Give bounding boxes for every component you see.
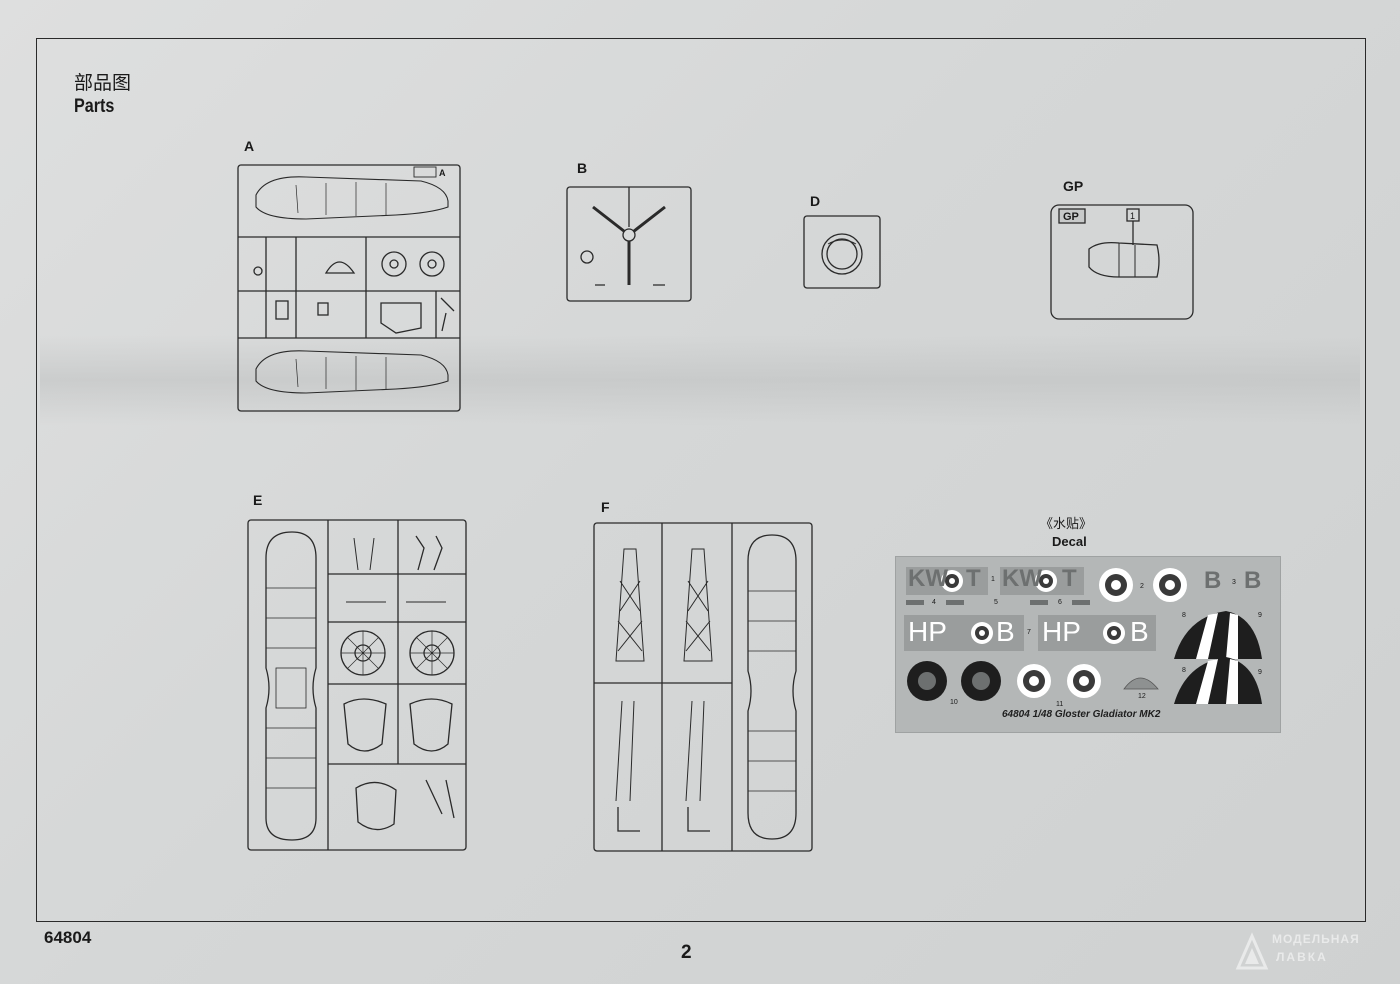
- sprue-e: [246, 518, 468, 852]
- decal-number-6: 6: [1058, 599, 1062, 606]
- sprue-e-drawing: [247, 519, 467, 851]
- sprue-gp: GP 1: [1049, 203, 1195, 321]
- watermark-line2: ЛАВКА: [1276, 950, 1328, 964]
- decal-number-10: 10: [950, 699, 958, 706]
- decal-title-cn: 《水贴》: [1040, 517, 1093, 532]
- decal-number-8b: 8: [1182, 667, 1186, 674]
- decal-sheet: KW T KW T B B HP B HP B 1 2 3 4 5 6 7 8 …: [896, 557, 1280, 732]
- sprue-f-label: F: [601, 499, 610, 515]
- sprue-a: A: [236, 163, 462, 413]
- decal-number-12: 12: [1138, 693, 1146, 700]
- sprue-d-label: D: [810, 193, 821, 209]
- decal-code-b-1: B: [1204, 567, 1222, 594]
- section-title-cn: 部品图: [74, 72, 132, 94]
- store-watermark: МОДЕЛЬНАЯ ЛАВКА: [1232, 930, 1392, 974]
- item-number: 64804: [44, 928, 92, 947]
- sprue-b: [565, 185, 693, 303]
- sprue-gp-drawing: GP 1: [1050, 204, 1194, 320]
- decal-code-kw-1: KW: [908, 565, 948, 592]
- sprue-a-drawing: A: [237, 164, 461, 412]
- decal-number-3: 3: [1232, 579, 1236, 586]
- decal-number-4: 4: [932, 599, 936, 606]
- decal-number-5: 5: [994, 599, 998, 606]
- decal-code-kw-2: KW: [1002, 565, 1042, 592]
- sprue-gp-label: GP: [1063, 178, 1084, 194]
- decal-number-7: 7: [1027, 629, 1031, 636]
- watermark-logo-icon: [1235, 932, 1269, 970]
- page-frame: [36, 38, 1366, 922]
- decal-artwork: [904, 567, 1262, 704]
- sprue-d: [802, 214, 882, 290]
- decal-code-hp-2: HP: [1042, 616, 1081, 647]
- decal-code-b-2: B: [1244, 567, 1262, 594]
- decal-number-9a: 9: [1258, 612, 1262, 619]
- sprue-b-label: B: [577, 160, 588, 176]
- decal-number-2: 2: [1140, 583, 1144, 590]
- sprue-b-drawing: [566, 186, 692, 302]
- section-title-en: Parts: [74, 96, 115, 117]
- decal-number-1: 1: [991, 576, 995, 583]
- sprue-a-label: A: [244, 138, 255, 154]
- decal-code-hp-1: HP: [908, 616, 947, 647]
- sprue-d-drawing: [803, 215, 881, 289]
- decal-number-11: 11: [1056, 701, 1064, 708]
- decal-code-t-2: T: [1062, 565, 1077, 592]
- watermark-line1: МОДЕЛЬНАЯ: [1272, 932, 1360, 946]
- decal-code-b-3: B: [996, 616, 1015, 647]
- sprue-f-drawing: [593, 522, 813, 852]
- decal-number-9b: 9: [1258, 669, 1262, 676]
- decal-code-b-4: B: [1130, 616, 1149, 647]
- page-number: 2: [681, 942, 692, 963]
- decal-number-8a: 8: [1182, 612, 1186, 619]
- sprue-a-tag: A: [439, 168, 446, 178]
- sprue-e-label: E: [253, 492, 263, 508]
- decal-title-en: Decal: [1052, 534, 1087, 549]
- sprue-f: [592, 521, 814, 853]
- show-through-band: [40, 335, 1360, 425]
- decal-caption: 64804 1/48 Gloster Gladiator MK2: [1002, 709, 1161, 720]
- decal-code-t-1: T: [966, 565, 981, 592]
- sprue-gp-tag: GP: [1063, 211, 1079, 223]
- sprue-gp-part-number: 1: [1130, 211, 1135, 221]
